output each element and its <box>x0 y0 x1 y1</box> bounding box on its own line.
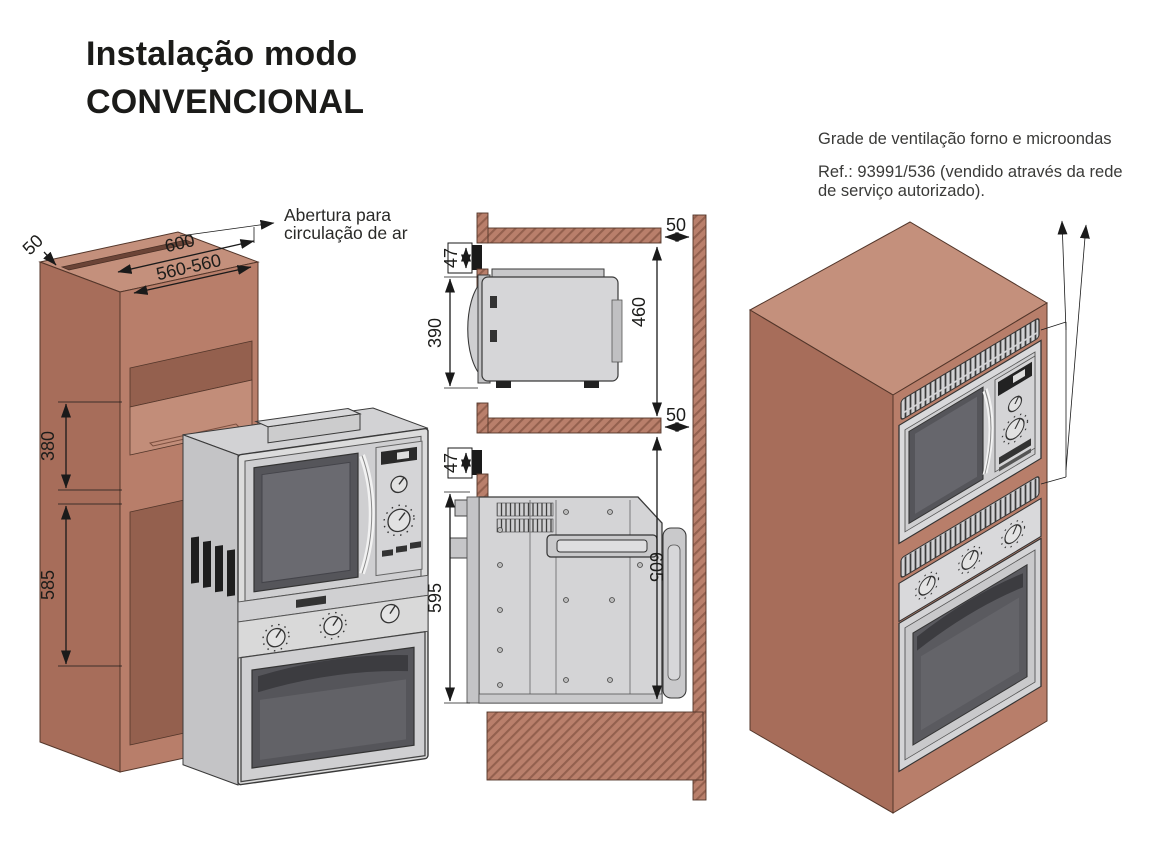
ventilation-grille-note: Grade de ventilação forno e microondas R… <box>818 130 1167 201</box>
svg-text:605: 605 <box>646 552 666 582</box>
installed-microwave <box>898 339 1042 545</box>
tall-cabinet-side-face <box>749 309 894 814</box>
note-line-1: Grade de ventilação forno e microondas <box>818 130 1112 148</box>
dim-vent-top-47: 47 <box>441 242 482 274</box>
figure-cross-section: 50 47 390 <box>425 212 707 801</box>
cabinet-side-face <box>39 261 121 773</box>
section-base-block <box>486 711 704 781</box>
svg-text:47: 47 <box>441 248 461 268</box>
svg-text:390: 390 <box>425 318 445 348</box>
oven-screws <box>497 509 643 688</box>
title-line-2: CONVENCIONAL <box>86 83 365 122</box>
installed-oven <box>898 497 1042 773</box>
ventilation-grille-lower <box>900 476 1040 578</box>
installed-oven-knobs <box>914 520 1026 600</box>
dim-back-gap-top-50: 50 <box>664 215 690 242</box>
dim-lower-niche-height-605: 605 <box>646 436 666 700</box>
dim-microwave-height-390: 390 <box>425 276 478 389</box>
air-label-line-1: Abertura para <box>284 205 392 225</box>
brand-logo <box>296 595 326 608</box>
dim-back-gap-mid-50: 50 <box>664 405 690 432</box>
section-middle-shelf <box>486 417 662 434</box>
svg-text:380: 380 <box>38 431 58 461</box>
microwave-side-view <box>467 268 623 388</box>
ventilation-grille-upper <box>900 318 1040 420</box>
oven-vent-slots <box>496 502 554 517</box>
air-label-line-2: circulação de ar <box>284 223 408 244</box>
section-back-wall <box>692 214 707 801</box>
casing-vent-slots <box>191 536 235 597</box>
svg-text:460: 460 <box>629 297 649 327</box>
note-line-2: Ref.: 93991/536 (vendido através da rede <box>818 163 1123 182</box>
svg-text:595: 595 <box>425 583 445 613</box>
oven-front <box>237 594 429 783</box>
svg-text:50: 50 <box>666 405 686 425</box>
microwave-control-panel <box>375 440 423 577</box>
figure-installed-view <box>748 220 1090 814</box>
dim-upper-niche-height-460: 460 <box>629 246 662 417</box>
oven-knobs <box>262 603 400 652</box>
title-line-1: Instalação modo <box>86 35 358 73</box>
microwave-foot <box>584 381 599 388</box>
installed-appliances <box>898 318 1042 773</box>
dim-top-gap-50: 50 <box>19 231 57 266</box>
combo-oven-microwave-unit <box>182 407 429 786</box>
oven-side-view <box>449 496 687 704</box>
figure-cabinet-isometric: 50 600 560-560 380 585 <box>19 219 429 786</box>
grille-leader-arrows <box>1040 220 1090 485</box>
svg-text:50: 50 <box>19 231 47 259</box>
section-top-shelf <box>486 227 662 244</box>
note-line-3: de serviço autorizado). <box>818 182 985 201</box>
microwave-foot <box>496 381 511 388</box>
dim-oven-height-595: 595 <box>425 491 470 704</box>
oven-vent-slots <box>496 518 554 533</box>
svg-text:585: 585 <box>38 570 58 600</box>
page-title: Instalação modo CONVENCIONAL <box>86 30 364 127</box>
microwave-front <box>237 435 429 623</box>
dim-vent-mid-47: 47 <box>441 447 482 479</box>
dim-lower-niche-585: 585 <box>38 503 122 667</box>
svg-text:47: 47 <box>441 453 461 473</box>
dim-upper-niche-380: 380 <box>38 401 122 491</box>
air-opening-leader <box>179 219 275 243</box>
svg-text:50: 50 <box>666 215 686 235</box>
air-circulation-label: Abertura para circulação de ar <box>284 206 408 243</box>
